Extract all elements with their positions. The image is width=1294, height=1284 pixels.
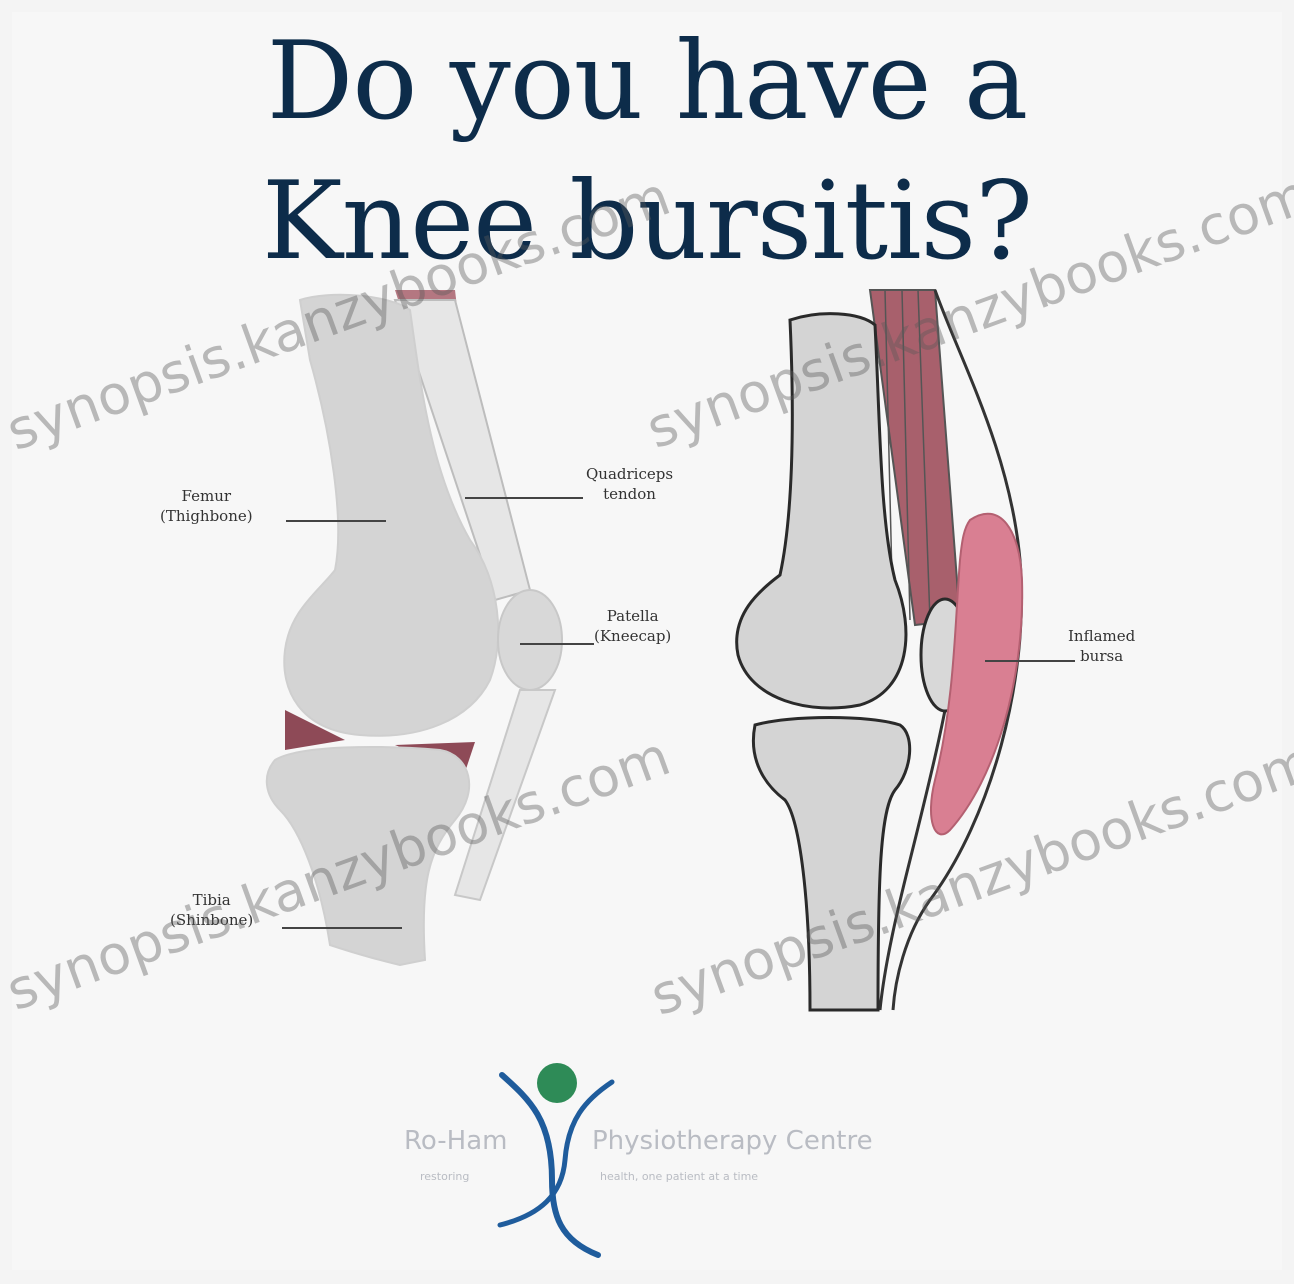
- normal-knee-diagram: [267, 290, 562, 965]
- brand-name-right: Physiotherapy Centre: [592, 1126, 873, 1156]
- label-patella: Patella(Kneecap): [594, 606, 671, 647]
- brand-tagline-right: health, one patient at a time: [600, 1170, 758, 1183]
- brand-name-left: Ro-Ham: [404, 1126, 507, 1156]
- leader-tibia: [282, 927, 402, 929]
- patellar-tendon: [455, 690, 555, 900]
- logo-figure-left-arm: [502, 1075, 598, 1255]
- leader-bursa: [985, 660, 1075, 662]
- bursitis-knee-diagram: [737, 290, 1023, 1010]
- clinic-logo: [500, 1063, 612, 1255]
- logo-head: [537, 1063, 577, 1103]
- leader-quadriceps: [465, 497, 583, 499]
- patella-bone: [498, 590, 562, 690]
- leader-patella: [520, 643, 594, 645]
- tibia-bone: [267, 747, 469, 965]
- brand-tagline-left: restoring: [420, 1170, 469, 1183]
- label-femur: Femur(Thighbone): [160, 486, 253, 527]
- label-tibia: Tibia(Shinbone): [170, 890, 253, 931]
- leader-femur: [286, 520, 386, 522]
